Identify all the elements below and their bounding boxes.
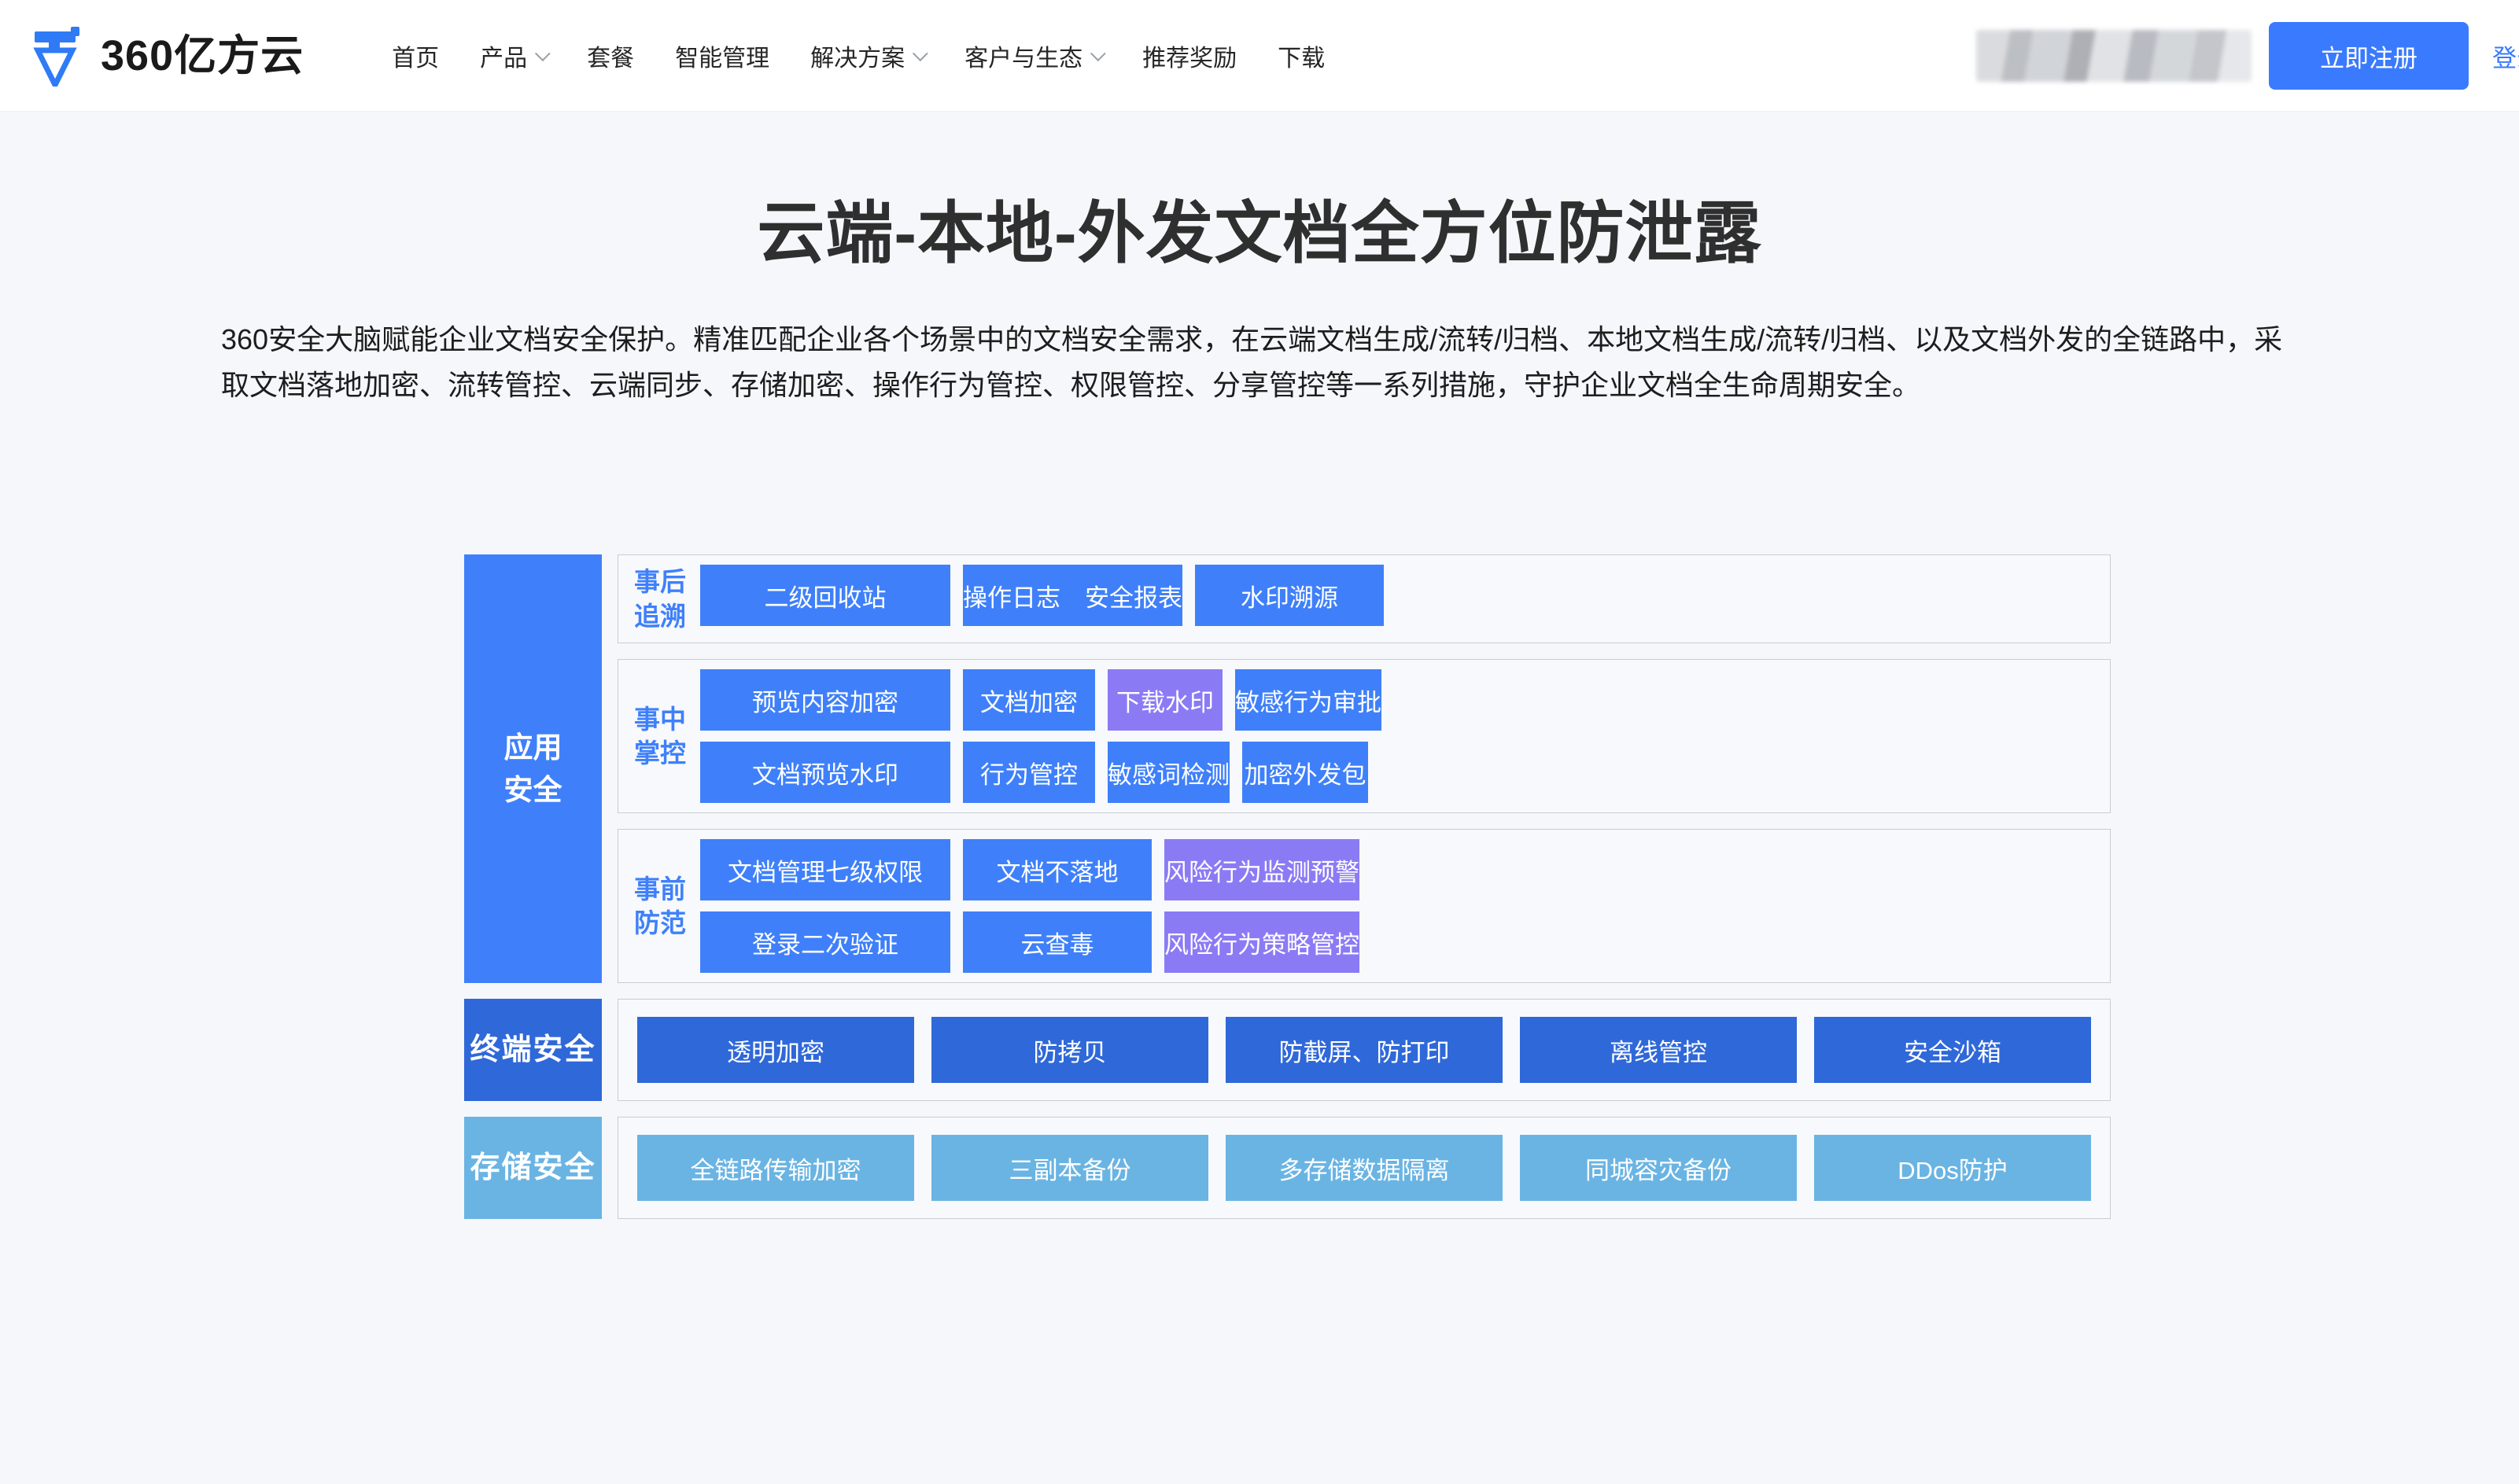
feature-tile[interactable]: 防截屏、防打印 bbox=[1226, 1017, 1503, 1084]
feature-tile[interactable]: 三副本备份 bbox=[931, 1135, 1208, 1202]
nav-label: 客户与生态 bbox=[964, 45, 1083, 72]
panel-storage-features: 全链路传输加密 三副本备份 多存储数据隔离 同城容灾备份 DDos防护 bbox=[618, 1117, 2111, 1220]
tile-row: 文档预览水印 行为管控 敏感词检测 加密外发包 bbox=[700, 742, 2099, 804]
nav-label: 推荐奖励 bbox=[1142, 45, 1237, 72]
nav-item-1[interactable]: 产品 bbox=[459, 39, 566, 73]
feature-tile[interactable]: 同城容灾备份 bbox=[1520, 1135, 1797, 1202]
feature-tile[interactable]: 敏感词检测 bbox=[1108, 742, 1230, 804]
feature-tile[interactable]: 预览内容加密 bbox=[700, 669, 950, 731]
chevron-down-icon bbox=[1090, 45, 1106, 61]
nav-item-4[interactable]: 解决方案 bbox=[790, 39, 944, 73]
tile-row: 文档管理七级权限 文档不落地 风险行为监测预警 bbox=[700, 839, 2099, 901]
panel-label-post-incident: 事后 追溯 bbox=[629, 565, 691, 633]
feature-tile[interactable]: DDos防护 bbox=[1814, 1135, 2091, 1202]
feature-tile[interactable]: 敏感行为审批 bbox=[1235, 669, 1381, 731]
nav-label: 首页 bbox=[392, 45, 440, 72]
feature-tile[interactable]: 防拷贝 bbox=[931, 1017, 1208, 1084]
band-label-line1: 应用 bbox=[503, 731, 562, 764]
page-description: 360安全大脑赋能企业文档安全保护。精准匹配企业各个场景中的文档安全需求，在云端… bbox=[221, 322, 2283, 402]
feature-tile[interactable]: 文档管理七级权限 bbox=[700, 839, 950, 901]
feature-tile[interactable]: 加密外发包 bbox=[1242, 742, 1368, 804]
panel-in-process-control: 事中 掌控 预览内容加密 文档加密 下载水印 敏感行为审批 文档预览水印 bbox=[618, 659, 2111, 814]
feature-tile[interactable]: 下载水印 bbox=[1108, 669, 1223, 731]
feature-tile[interactable]: 操作日志 安全报表 bbox=[963, 565, 1182, 626]
nav-item-5[interactable]: 客户与生态 bbox=[944, 39, 1122, 73]
feature-tile[interactable]: 文档预览水印 bbox=[700, 742, 950, 804]
nav-label: 智能管理 bbox=[675, 45, 770, 72]
security-architecture-diagram: 应用 安全 事后 追溯 二级回收站 操作 bbox=[464, 554, 2111, 1220]
feature-tile[interactable]: 文档加密 bbox=[963, 669, 1095, 731]
feature-tile[interactable]: 离线管控 bbox=[1520, 1017, 1797, 1084]
register-button[interactable]: 立即注册 bbox=[2269, 22, 2469, 90]
nav-item-6[interactable]: 推荐奖励 bbox=[1122, 39, 1257, 73]
chevron-down-icon bbox=[535, 45, 551, 61]
header-actions: 立即注册 登录 bbox=[1976, 0, 2519, 112]
band-application-security: 应用 安全 事后 追溯 二级回收站 操作 bbox=[464, 554, 2111, 984]
redacted-account-area bbox=[1976, 30, 2252, 82]
feature-tile[interactable]: 透明加密 bbox=[637, 1017, 914, 1084]
feature-tile[interactable]: 全链路传输加密 bbox=[637, 1135, 914, 1202]
login-link[interactable]: 登录 bbox=[2492, 44, 2519, 72]
panel-label-line2: 防范 bbox=[634, 908, 686, 938]
panel-label-line2: 掌控 bbox=[634, 738, 686, 768]
tile-row: 预览内容加密 文档加密 下载水印 敏感行为审批 bbox=[700, 669, 2099, 731]
chevron-down-icon bbox=[913, 45, 928, 61]
feature-tile[interactable]: 行为管控 bbox=[963, 742, 1095, 804]
band-label-line2: 安全 bbox=[503, 773, 562, 806]
band-label-storage-security: 存储安全 bbox=[464, 1117, 602, 1220]
band-endpoint-security: 终端安全 透明加密 防拷贝 防截屏、防打印 离线管控 安全沙箱 bbox=[464, 999, 2111, 1102]
band-label-application-security: 应用 安全 bbox=[464, 554, 602, 984]
panel-endpoint-features: 透明加密 防拷贝 防截屏、防打印 离线管控 安全沙箱 bbox=[618, 999, 2111, 1102]
feature-tile[interactable]: 二级回收站 bbox=[700, 565, 950, 626]
nav-label: 套餐 bbox=[587, 45, 635, 72]
nav-label: 解决方案 bbox=[810, 45, 905, 72]
nav-item-2[interactable]: 套餐 bbox=[566, 39, 655, 73]
nav-label: 产品 bbox=[480, 45, 528, 72]
panel-label-pre-incident: 事前 防范 bbox=[629, 839, 691, 973]
hero-section: 云端-本地-外发文档全方位防泄露 360安全大脑赋能企业文档安全保护。精准匹配企… bbox=[0, 112, 2519, 409]
panel-pre-incident-prevention: 事前 防范 文档管理七级权限 文档不落地 风险行为监测预警 登录二次验证 云查毒 bbox=[618, 829, 2111, 984]
feature-tile[interactable]: 云查毒 bbox=[963, 911, 1152, 974]
site-header: 360亿方云 首页 产品 套餐 智能管理 解决方案 客户与生态 推荐奖励 下载 bbox=[0, 0, 2519, 112]
feature-tile[interactable]: 水印溯源 bbox=[1195, 565, 1384, 626]
nav-item-3[interactable]: 智能管理 bbox=[655, 39, 790, 73]
nav-item-7[interactable]: 下载 bbox=[1257, 39, 1345, 73]
feature-tile[interactable]: 登录二次验证 bbox=[700, 911, 950, 974]
panel-label-line1: 事中 bbox=[634, 704, 686, 734]
panel-label-line2: 追溯 bbox=[634, 601, 686, 631]
band-storage-security: 存储安全 全链路传输加密 三副本备份 多存储数据隔离 同城容灾备份 DDos防护 bbox=[464, 1117, 2111, 1220]
panel-label-line1: 事后 bbox=[634, 567, 686, 596]
site-logo[interactable]: 360亿方云 bbox=[31, 25, 304, 87]
brand-logo-icon bbox=[31, 25, 88, 87]
feature-tile[interactable]: 安全沙箱 bbox=[1814, 1017, 2091, 1084]
panel-post-incident-tracing: 事后 追溯 二级回收站 操作日志 安全报表 水印溯源 bbox=[618, 554, 2111, 644]
feature-tile[interactable]: 风险行为策略管控 bbox=[1164, 911, 1359, 974]
main-nav: 首页 产品 套餐 智能管理 解决方案 客户与生态 推荐奖励 下载 bbox=[371, 39, 1345, 73]
tile-row: 登录二次验证 云查毒 风险行为策略管控 bbox=[700, 911, 2099, 974]
brand-name: 360亿方云 bbox=[101, 31, 304, 79]
nav-item-0[interactable]: 首页 bbox=[371, 39, 459, 73]
feature-tile[interactable]: 文档不落地 bbox=[963, 839, 1152, 901]
feature-tile[interactable]: 风险行为监测预警 bbox=[1164, 839, 1359, 901]
feature-tile[interactable]: 多存储数据隔离 bbox=[1226, 1135, 1503, 1202]
panel-label-in-process: 事中 掌控 bbox=[629, 669, 691, 803]
band-label-endpoint-security: 终端安全 bbox=[464, 999, 602, 1102]
page-title: 云端-本地-外发文档全方位防泄露 bbox=[757, 196, 1762, 271]
panel-label-line1: 事前 bbox=[634, 874, 686, 904]
tile-row: 二级回收站 操作日志 安全报表 水印溯源 bbox=[700, 565, 2099, 626]
nav-label: 下载 bbox=[1278, 45, 1326, 72]
